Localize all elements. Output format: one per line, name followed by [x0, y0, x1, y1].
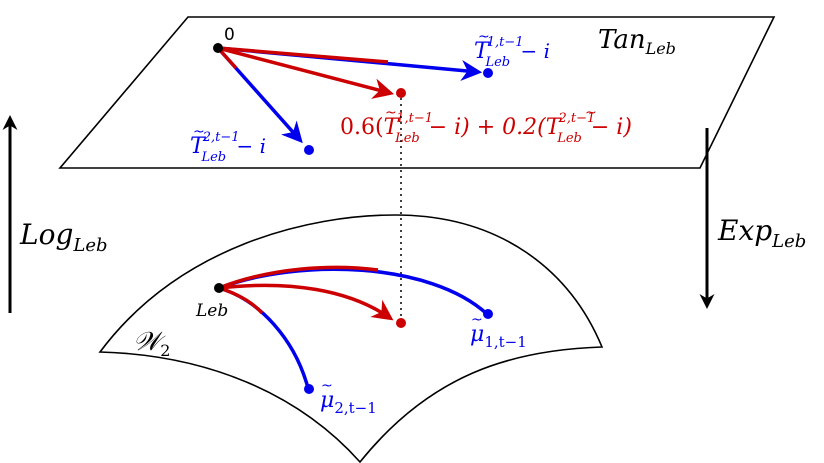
mu2-label: μ2,t−1 [320, 388, 377, 417]
log-label: LogLeb [19, 218, 108, 256]
geodesic-mu2 [218, 286, 310, 389]
geodesic-mu1-red-overlay [218, 265, 379, 290]
mu1-label: μ1,t−1 [470, 322, 527, 351]
vector-combo [217, 46, 395, 99]
mu1-point [483, 309, 493, 319]
combo-point [396, 88, 406, 98]
t2-point [304, 145, 314, 155]
exp-label: ExpLeb [717, 214, 806, 252]
t1-point [483, 68, 493, 78]
leb-label: Leb [195, 301, 228, 321]
origin-label: 0 [224, 25, 235, 45]
origin-point [213, 43, 223, 53]
leb-point [214, 283, 224, 293]
tangent-plane [58, 16, 776, 169]
combo-tilde-2: ~ [585, 105, 597, 121]
mu1-tilde: ~ [471, 312, 483, 328]
mu2-tilde: ~ [321, 378, 333, 394]
vector-t1-red-overlay [217, 46, 389, 64]
geodesic-combo [218, 283, 394, 321]
t1-tilde: ~ [478, 29, 490, 45]
manifold-label: 𝒲2 [133, 327, 170, 360]
t2-tilde: ~ [193, 124, 205, 140]
combo-tilde-1: ~ [385, 105, 397, 121]
combo-manifold-point [396, 318, 406, 328]
tangent-plane-label: TanLeb [598, 25, 676, 58]
manifold-surface [98, 214, 604, 463]
mu2-point [304, 384, 314, 394]
